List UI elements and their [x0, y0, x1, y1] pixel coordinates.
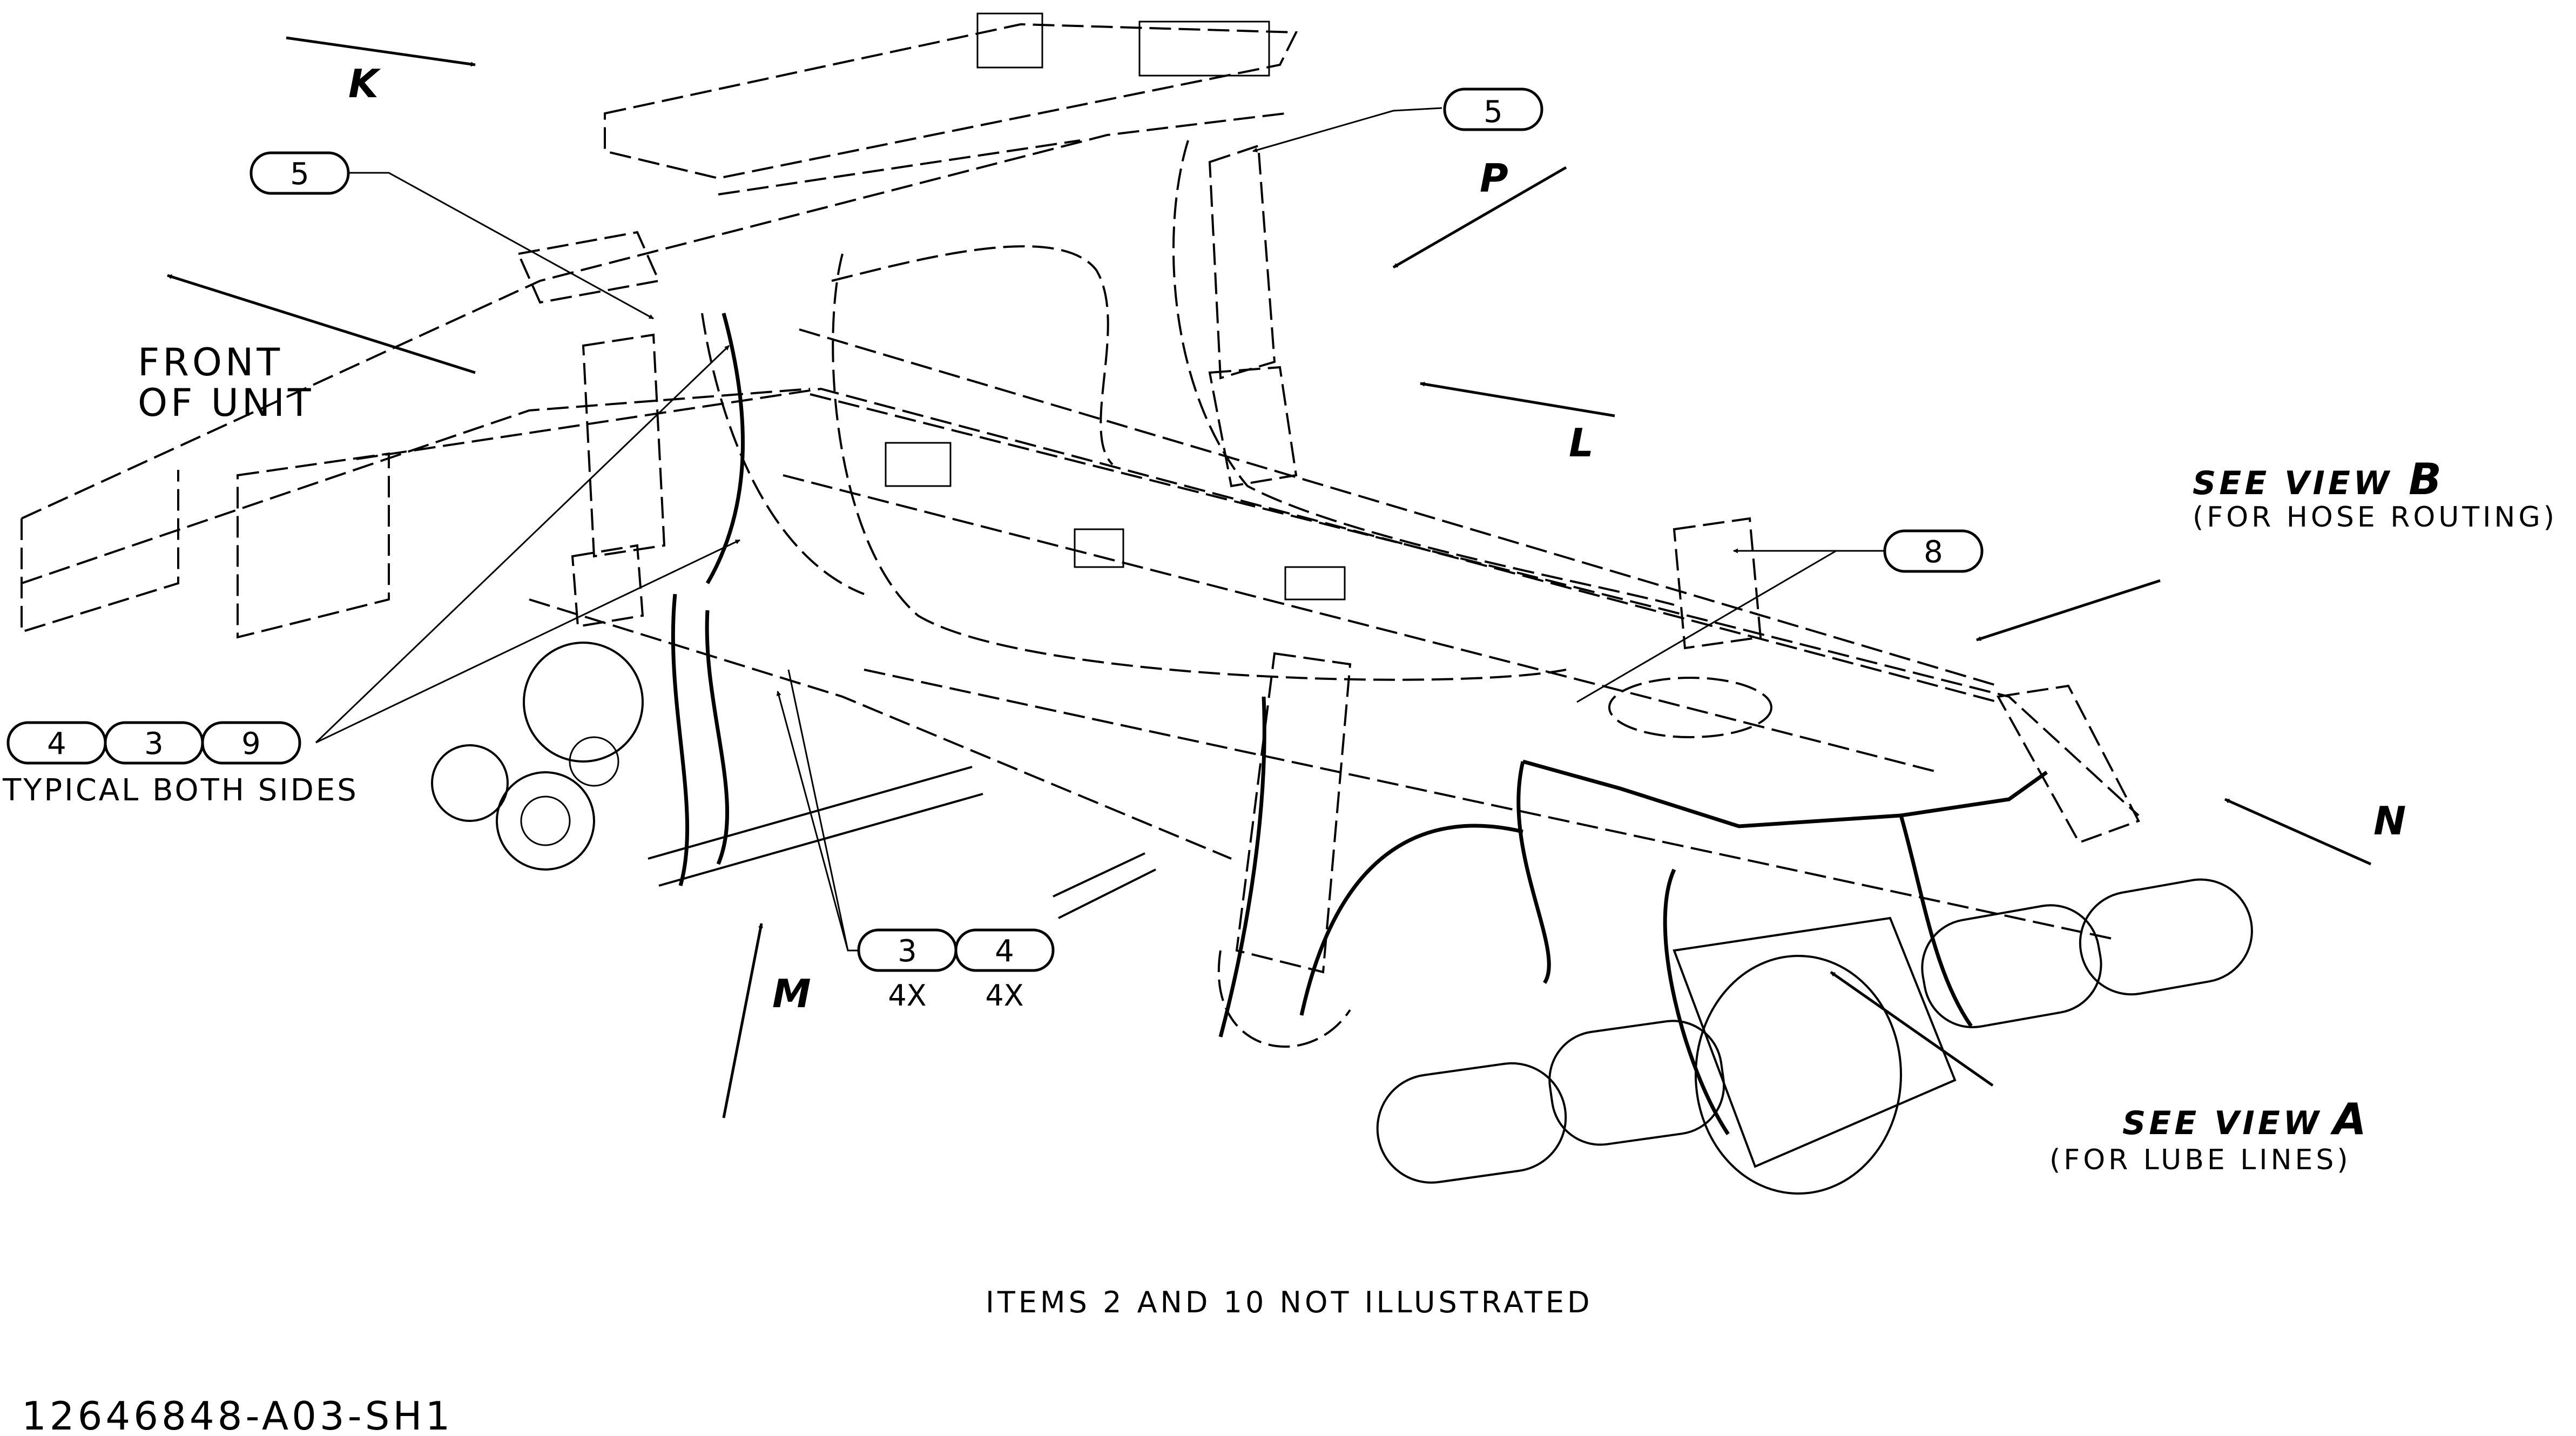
callout-4-left: 4	[47, 726, 66, 761]
callout-3-left: 3	[144, 726, 164, 761]
view-letter-m: M	[772, 971, 811, 1016]
callout-right-mount: 8	[1883, 529, 1984, 573]
typical-both-sides-note: TYPICAL BOTH SIDES	[2, 773, 359, 808]
qty-4x-under-3: 4X	[888, 979, 926, 1013]
see-view-a: SEE VIEW A (FOR LUBE LINES)	[2049, 1094, 2366, 1176]
view-arrow-k-line	[286, 36, 476, 67]
callout-left-group: 4 3 9 TYPICAL BOTH SIDES	[2, 721, 359, 808]
callout-5-top-right: 5	[1483, 95, 1503, 130]
view-arrow-l-line	[1420, 381, 1615, 417]
see-view-a-note: (FOR LUBE LINES)	[2049, 1144, 2351, 1176]
qty-4x-under-4: 4X	[985, 979, 1023, 1013]
leader-lines	[315, 107, 1885, 952]
frame-illustration	[21, 12, 2253, 1195]
callout-8: 8	[1924, 535, 1943, 570]
callout-3-bottom: 3	[898, 934, 917, 969]
view-letter-k: K	[348, 61, 381, 106]
see-view-a-letter: A	[2330, 1094, 2366, 1144]
view-letter-p: P	[1480, 156, 1508, 201]
callout-bottom-group: 3 4 4X 4X	[857, 928, 1055, 1013]
callout-4-bottom: 4	[995, 934, 1014, 969]
see-view-b-letter: B	[2409, 454, 2442, 504]
callout-9-left: 9	[241, 726, 261, 761]
footer-note: ITEMS 2 AND 10 NOT ILLUSTRATED	[986, 1285, 1593, 1319]
view-arrow-p-line	[1392, 166, 1567, 269]
see-view-b: SEE VIEW B (FOR HOSE ROUTING)	[2193, 454, 2558, 534]
see-view-b-note: (FOR HOSE ROUTING)	[2193, 501, 2558, 534]
view-letter-l: L	[1569, 420, 1594, 466]
see-view-b-arrow-line	[1976, 579, 2161, 642]
callout-top-right: 5	[1443, 87, 1543, 131]
view-letter-n: N	[2373, 798, 2406, 844]
see-view-a-title: SEE VIEW	[2122, 1104, 2322, 1142]
view-arrow-n-line	[2224, 798, 2372, 866]
view-arrow-m-line	[722, 923, 763, 1118]
front-arrow-line	[167, 274, 476, 374]
view-arrows	[167, 36, 2372, 1118]
callout-top-left: 5	[249, 151, 350, 195]
see-view-b-title: SEE VIEW	[2193, 464, 2392, 502]
drawing-number: 12646848-A03-SH1	[22, 1393, 453, 1436]
see-view-a-arrow-line	[1830, 970, 1994, 1087]
front-label-line2: OF UNIT	[138, 381, 314, 425]
front-label-line1: FRONT	[138, 340, 283, 385]
callout-5-top-left: 5	[290, 157, 309, 192]
